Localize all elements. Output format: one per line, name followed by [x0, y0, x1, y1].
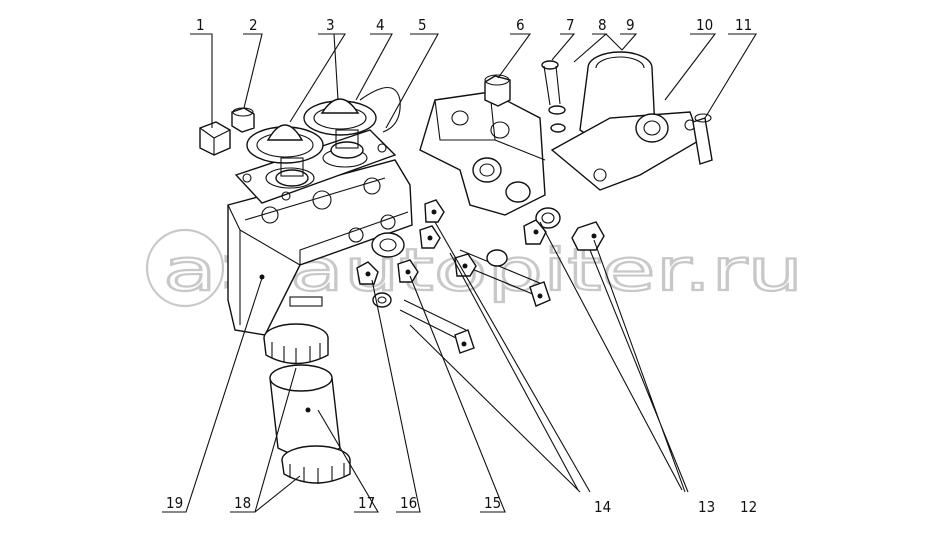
fitting-15: [371, 232, 405, 258]
callout-13: 13: [698, 498, 715, 516]
clamp-upper: [263, 323, 329, 365]
callout-17: 17: [358, 494, 375, 512]
long-bolt-b: [399, 299, 475, 354]
thermostat-housing: [227, 159, 413, 336]
callout-15: 15: [484, 494, 501, 512]
thermostat-left: [246, 124, 324, 187]
callout-14: 14: [594, 498, 611, 516]
callout-6: 6: [516, 16, 525, 34]
plug-14-b: [424, 199, 445, 223]
bolt-7: [541, 60, 566, 133]
callout-10: 10: [696, 16, 713, 34]
callout-5: 5: [418, 16, 427, 34]
plug-14-a: [419, 225, 441, 249]
callout-18: 18: [234, 494, 251, 512]
callout-2: 2: [249, 16, 258, 34]
callout-7: 7: [566, 16, 575, 34]
outlet-cover: [550, 111, 701, 191]
callout-12: 12: [740, 498, 757, 516]
callout-8: 8: [598, 16, 607, 34]
hose: [269, 364, 341, 458]
callout-16: 16: [400, 494, 417, 512]
plug-near-16: [397, 259, 419, 283]
fitting-13-b: [571, 221, 605, 251]
fitting-16: [356, 261, 379, 285]
leader-lines: [162, 33, 757, 513]
plug-14-c: [454, 253, 477, 277]
callout-11: 11: [735, 16, 752, 34]
washer-13: [486, 249, 508, 267]
clamp-lower: [281, 445, 351, 484]
thermostat-right: [303, 98, 377, 159]
sensor-11: [692, 113, 713, 165]
callout-labels: 1 2 3 4 5 6 7 8 9 10 11 12 13 14 15 16 1…: [166, 16, 757, 516]
callout-3: 3: [326, 16, 335, 34]
washer-small: [372, 292, 392, 308]
thermostat-wire: [359, 86, 401, 133]
callout-9: 9: [626, 16, 635, 34]
plug-1: [199, 121, 231, 156]
fitting-13-c: [523, 219, 547, 245]
water-manifold: [419, 91, 546, 216]
callout-19: 19: [166, 494, 183, 512]
callout-1: 1: [196, 16, 205, 34]
fitting-13-a: [535, 207, 561, 229]
plug-6: [484, 74, 511, 107]
plug-2: [231, 107, 255, 133]
callout-4: 4: [376, 16, 385, 34]
